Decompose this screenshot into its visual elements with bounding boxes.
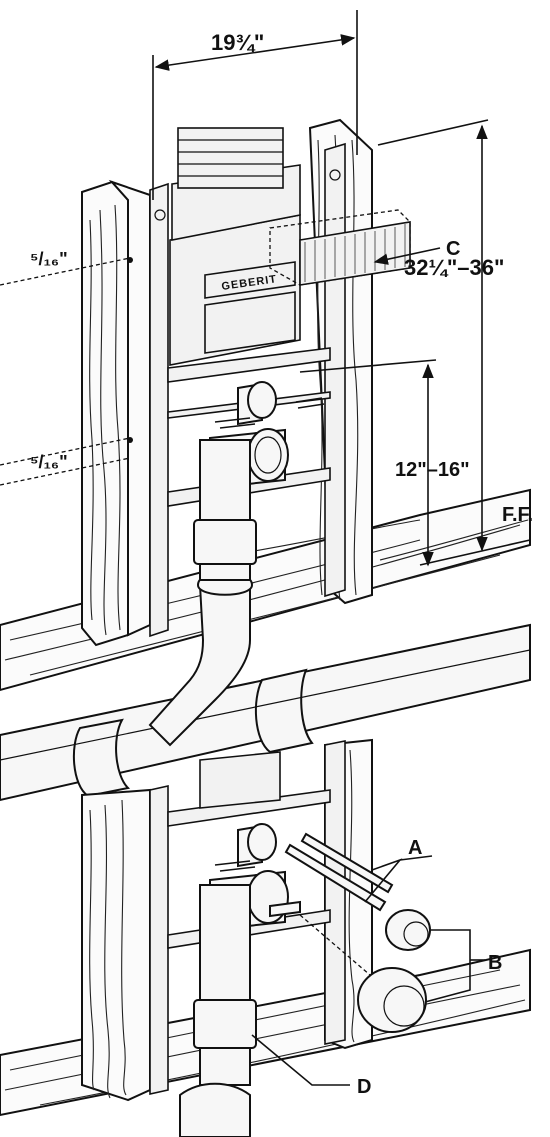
steel-frame-bottom (149, 740, 346, 1095)
drain-riser-top (193, 439, 257, 581)
callout-d-label: D (357, 1076, 371, 1098)
dimension-outlet-height: 12"–16" (299, 359, 470, 567)
callout-b-label: B (488, 952, 502, 974)
finished-floor-marker: F.F. (419, 504, 533, 566)
drain-main-pipe-top (0, 623, 531, 802)
anchor-lower-label: ⁵/₁₆" (30, 452, 68, 472)
wood-stud-left-top (81, 179, 151, 647)
dimension-frame-width: 19¾" (152, 10, 358, 200)
drain-riser-bottom (179, 884, 257, 1137)
anchor-marks: ⁵/₁₆" ⁵/₁₆" (0, 249, 131, 486)
floor-boards-bottom (0, 948, 531, 1117)
concealed-box-c (269, 209, 411, 286)
callout-a-label: A (408, 837, 422, 859)
anchor-upper-label: ⁵/₁₆" (30, 249, 68, 269)
frame-width-label: 19¾" (211, 30, 264, 55)
top-view: GEBERIT (0, 10, 533, 802)
bottom-view: A B D (0, 738, 531, 1137)
callout-b: B (424, 929, 502, 1003)
outlet-height-label: 12"–16" (395, 459, 470, 481)
finished-floor-label: F.F. (502, 504, 533, 526)
callout-c: C (373, 238, 460, 265)
callout-d: D (251, 1034, 371, 1098)
callout-a: A (364, 837, 433, 903)
wood-stud-left-bottom (81, 788, 151, 1102)
callout-c-label: C (446, 238, 460, 260)
cistern-top: GEBERIT (169, 127, 301, 366)
frame-height-label: 32¼"–36" (404, 255, 504, 280)
threaded-rods-a (284, 832, 394, 912)
dimension-frame-height: 32¼"–36" (377, 119, 504, 552)
